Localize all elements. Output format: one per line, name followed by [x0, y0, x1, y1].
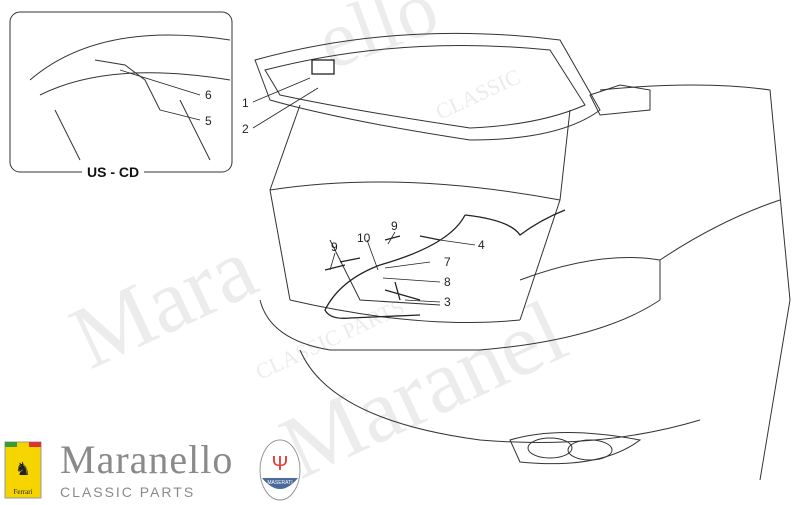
callout-1: 1 [242, 96, 249, 110]
brand-subtitle: CLASSIC PARTS [60, 484, 196, 500]
brand-name: Maranello [60, 437, 234, 482]
callout-8: 8 [444, 275, 451, 289]
cable-assembly [311, 59, 566, 319]
callout-5: 5 [205, 114, 212, 128]
svg-text:Ferrari: Ferrari [13, 488, 32, 496]
callout-9: 9 [331, 240, 338, 254]
callout-10: 10 [357, 231, 371, 245]
car-outline [254, 32, 791, 481]
svg-text:Ψ: Ψ [272, 453, 289, 475]
maserati-logo: Ψ MASERATI [259, 439, 301, 501]
svg-text:Mara: Mara [57, 218, 271, 388]
inset-caption: US - CD [82, 164, 145, 180]
callout-6: 6 [205, 88, 212, 102]
ferrari-logo: ♞ Ferrari [4, 441, 42, 499]
brand-logo: Maranello CLASSIC PARTS [60, 437, 234, 501]
callout-7: 7 [444, 255, 451, 269]
svg-text:MASERATI: MASERATI [267, 480, 292, 486]
svg-text:Maranel: Maranel [267, 282, 581, 498]
callout-9: 9 [391, 219, 398, 233]
callout-2: 2 [242, 122, 249, 136]
callout-4: 4 [478, 238, 485, 252]
inset-detail: 6 5 [9, 11, 233, 173]
callout-3: 3 [444, 295, 451, 309]
main-callouts: 1 2 10 9 9 4 7 8 3 [242, 96, 485, 309]
svg-text:♞: ♞ [15, 459, 31, 479]
svg-text:CLASSIC: CLASSIC [432, 64, 525, 125]
leader-lines [119, 69, 476, 303]
